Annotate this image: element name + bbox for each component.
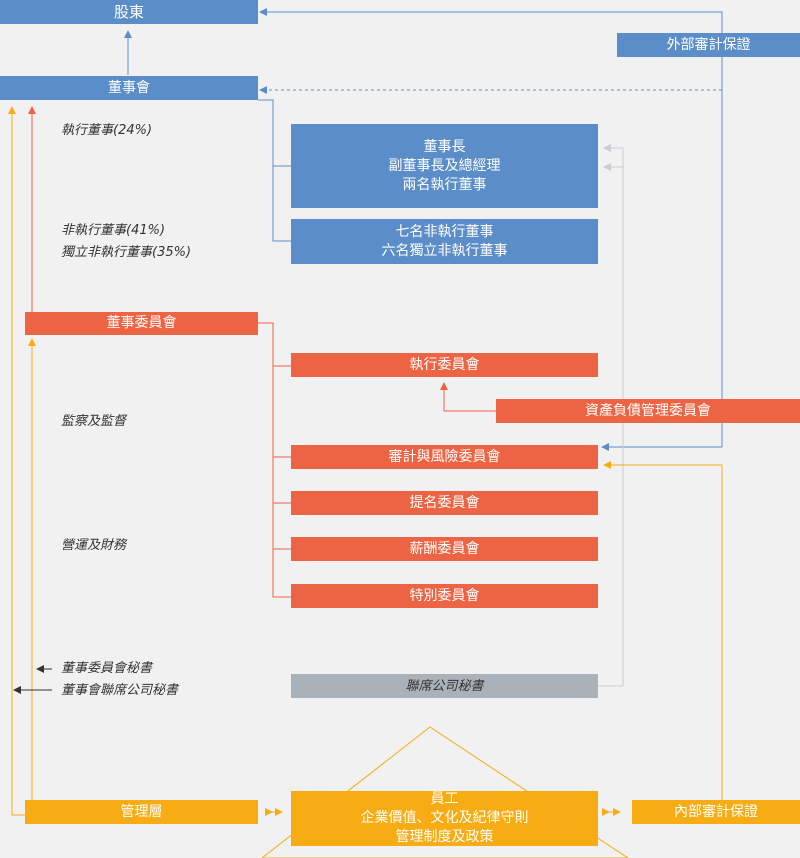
board-committees-label: 董事委員會 xyxy=(106,315,177,331)
nomination-committee-label: 提名委員會 xyxy=(409,494,480,511)
special-committee-label: 特別委員會 xyxy=(409,587,480,604)
policies-line: 管理制度及政策 xyxy=(395,829,494,845)
alm-committee-label: 資產負債管理委員會 xyxy=(585,402,711,419)
directors-box: 七名非執行董事 六名獨立非執行董事 xyxy=(291,219,598,264)
executive-committee-box: 執行委員會 xyxy=(291,353,598,377)
independent-line: 六名獨立非執行董事 xyxy=(381,242,508,259)
values-culture-line: 企業價值、文化及紀律守則 xyxy=(360,810,529,826)
employees-line: 員工 xyxy=(430,791,459,807)
executive-directors-line: 兩名執行董事 xyxy=(402,176,487,193)
board-secretary-label: 董事會聯席公司秘書 xyxy=(61,683,179,698)
company-secretary-label: 聯席公司秘書 xyxy=(405,678,484,694)
executive-directors-percent: 執行董事(24%) xyxy=(61,123,153,138)
audit-risk-committee-box: 審計與風險委員會 xyxy=(291,445,598,469)
operations-label: 營運及財務 xyxy=(61,538,127,553)
remuneration-committee-label: 薪酬委員會 xyxy=(409,540,480,557)
shareholders-box: 股東 xyxy=(0,0,258,24)
supervision-label: 監察及監督 xyxy=(61,414,127,429)
external-audit-box: 外部審計保證 xyxy=(617,33,800,57)
audit-risk-committee-label: 審計與風險委員會 xyxy=(388,448,501,465)
committee-secretary-label: 董事委員會秘書 xyxy=(61,661,153,676)
independent-directors-percent: 獨立非執行董事(35%) xyxy=(61,245,192,260)
nomination-committee-box: 提名委員會 xyxy=(291,491,598,515)
alm-committee-box: 資產負債管理委員會 xyxy=(496,399,800,423)
management-label: 管理層 xyxy=(120,803,163,820)
board-box: 董事會 xyxy=(0,76,258,100)
chairman-box: 董事長 副董事長及總經理 兩名執行董事 xyxy=(291,124,598,208)
employees-box: 員工 企業價值、文化及紀律守則 管理制度及政策 xyxy=(291,791,598,846)
company-secretary-box: 聯席公司秘書 xyxy=(291,674,598,698)
remuneration-committee-box: 薪酬委員會 xyxy=(291,537,598,561)
external-audit-label: 外部審計保證 xyxy=(666,36,751,53)
management-box: 管理層 xyxy=(25,800,258,824)
board-label: 董事會 xyxy=(108,79,150,96)
non-executive-directors-percent: 非執行董事(41%) xyxy=(61,223,166,238)
non-executive-line: 七名非執行董事 xyxy=(395,223,494,240)
board-committees-box: 董事委員會 xyxy=(25,312,258,335)
special-committee-box: 特別委員會 xyxy=(291,584,598,608)
vice-chairman-line: 副董事長及總經理 xyxy=(388,157,501,174)
executive-committee-label: 執行委員會 xyxy=(409,356,480,373)
shareholders-label: 股東 xyxy=(113,2,144,21)
chairman-line: 董事長 xyxy=(423,138,466,155)
internal-audit-box: 內部審計保證 xyxy=(632,800,800,824)
internal-audit-label: 內部審計保證 xyxy=(674,803,758,820)
